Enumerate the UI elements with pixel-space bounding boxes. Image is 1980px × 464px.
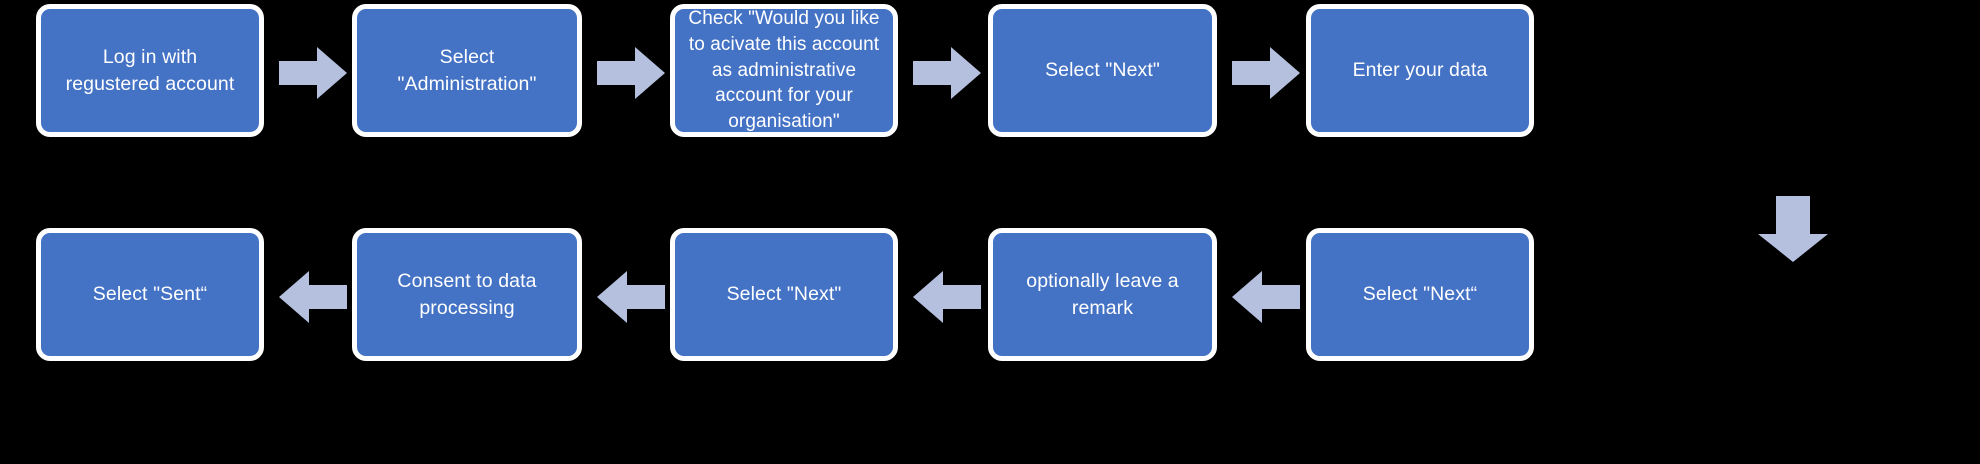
flow-node-label: Select "Sent“ [92,283,208,306]
flow-node-label: Consent to data processing [397,270,537,319]
flow-node-select-next-1[interactable]: Select "Next" [988,4,1217,137]
arrow-right-icon [913,47,981,99]
flow-node-check-activate-admin[interactable]: Check "Would you like to acivate this ac… [670,4,898,137]
flow-node-label: optionally leave a remark [1026,270,1179,319]
flow-node-select-sent[interactable]: Select "Sent“ [36,228,264,361]
arrow-left-icon [1232,271,1300,323]
flow-node-select-administration[interactable]: Select "Administration" [352,4,582,137]
flow-node-optional-remark[interactable]: optionally leave a remark [988,228,1217,361]
flow-node-consent-data-processing[interactable]: Consent to data processing [352,228,582,361]
flow-node-select-next-2[interactable]: Select "Next“ [1306,228,1534,361]
flow-node-label: Select "Next" [1045,59,1160,82]
arrow-left-icon [597,271,665,323]
flow-node-login[interactable]: Log in with regustered account [36,4,264,137]
arrow-right-icon [279,47,347,99]
flow-node-select-next-3[interactable]: Select "Next" [670,228,898,361]
arrow-left-icon [279,271,347,323]
flow-node-label: Select "Next“ [1362,283,1478,306]
arrow-left-icon [913,271,981,323]
flow-node-label: Log in with regustered account [65,46,235,95]
flow-node-label: Check "Would you like to acivate this ac… [688,8,880,132]
flow-node-label: Select "Administration" [397,46,537,95]
arrow-right-icon [1232,47,1300,99]
flow-node-enter-your-data[interactable]: Enter your data [1306,4,1534,137]
arrow-down-icon [1758,196,1828,262]
flow-node-label: Enter your data [1352,59,1488,82]
flow-node-label: Select "Next" [726,283,842,306]
arrow-right-icon [597,47,665,99]
